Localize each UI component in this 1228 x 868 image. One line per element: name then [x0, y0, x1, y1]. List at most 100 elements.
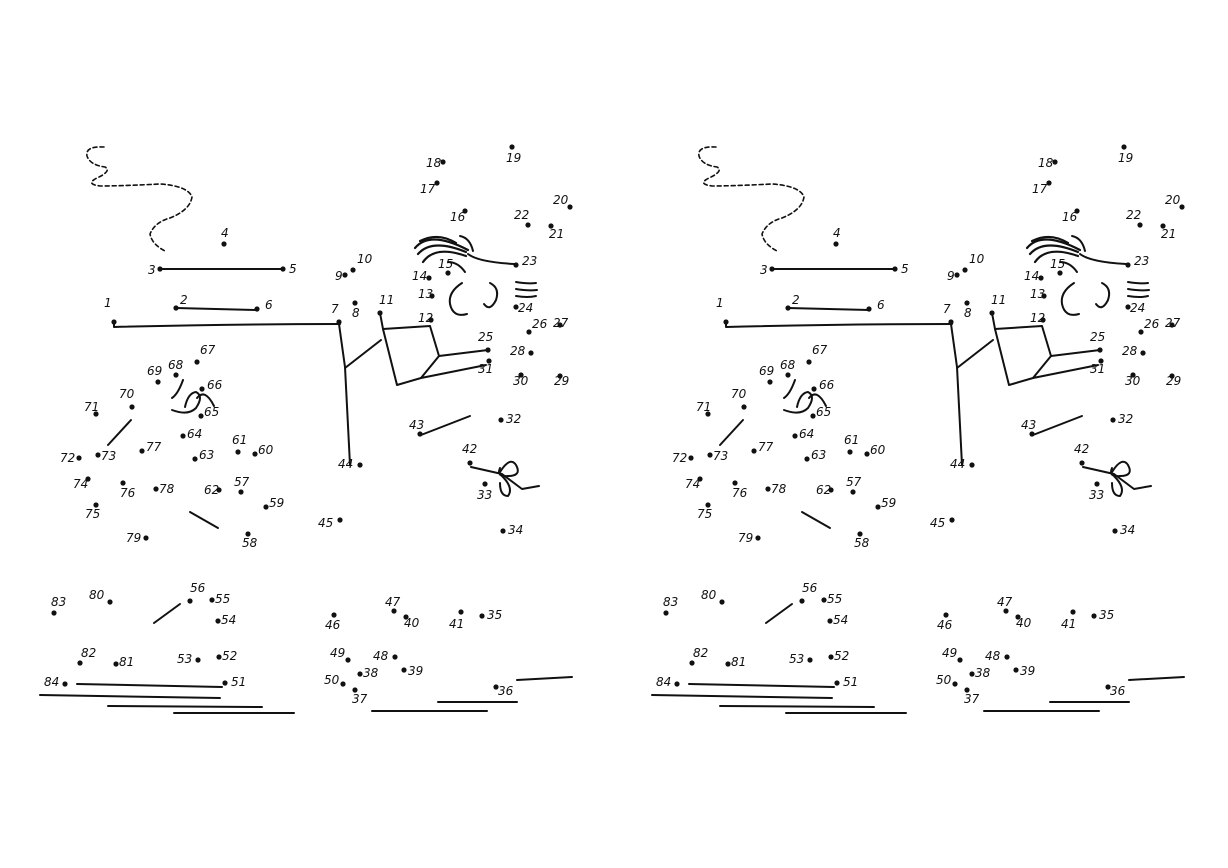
- dot-marker: [252, 451, 258, 457]
- dot-number-label: 20: [553, 193, 569, 207]
- drawing-line: [483, 282, 499, 309]
- dot-marker: [1138, 329, 1144, 335]
- dot-marker: [95, 452, 101, 458]
- dot-marker: [401, 667, 407, 673]
- dot-marker: [458, 609, 464, 615]
- numbered-dot: 61: [844, 433, 859, 455]
- dot-number-label: 59: [269, 496, 284, 510]
- dot-marker: [1070, 609, 1076, 615]
- numbered-dot: 65: [810, 405, 831, 419]
- dot-number-label: 71: [84, 400, 99, 414]
- numbered-dot: 72: [60, 451, 82, 465]
- dot-marker: [875, 504, 881, 510]
- numbered-dot: 44: [338, 457, 363, 471]
- numbered-dot: 16: [1062, 208, 1080, 224]
- dot-marker: [806, 359, 812, 365]
- dot-number-label: 29: [554, 374, 569, 388]
- numbered-dot: 71: [84, 400, 99, 417]
- numbered-dot: 25: [478, 330, 493, 353]
- hair-stroke: [1028, 244, 1080, 256]
- dot-marker: [245, 531, 251, 537]
- numbered-dot: 4: [221, 226, 229, 247]
- drawing-line: [153, 603, 181, 624]
- dot-marker: [429, 293, 435, 299]
- dot-marker: [51, 610, 57, 616]
- dot-marker: [864, 451, 870, 457]
- dot-marker: [254, 306, 260, 312]
- numbered-dot: 73: [95, 449, 116, 463]
- dot-marker: [139, 448, 145, 454]
- numbered-dot: 63: [804, 448, 826, 462]
- numbered-dot: 20: [553, 193, 573, 210]
- dot-marker: [403, 614, 409, 620]
- dot-number-label: 23: [1134, 254, 1149, 268]
- numbered-dot: 21: [548, 223, 564, 241]
- dot-marker: [1137, 222, 1143, 228]
- dot-number-label: 79: [738, 531, 753, 545]
- numbered-dot: 3: [148, 263, 163, 277]
- drawing-line: [470, 466, 540, 490]
- numbered-dot: 48: [985, 649, 1010, 663]
- dot-marker: [462, 208, 468, 214]
- numbered-dot: 68: [168, 358, 184, 378]
- dot-marker: [1130, 372, 1136, 378]
- drawing-line: [1111, 475, 1123, 497]
- dot-number-label: 30: [513, 374, 529, 388]
- dot-number-label: 62: [204, 483, 219, 497]
- dot-marker: [120, 480, 126, 486]
- dot-number-label: 68: [780, 358, 796, 372]
- numbered-dot: 51: [222, 675, 246, 689]
- dot-marker: [964, 300, 970, 306]
- dot-marker: [1004, 654, 1010, 660]
- dot-marker: [1169, 322, 1175, 328]
- dot-number-label: 4: [833, 226, 841, 240]
- dot-marker: [391, 608, 397, 614]
- dot-number-label: 26: [532, 317, 548, 331]
- dot-number-label: 35: [487, 608, 502, 622]
- hair-stroke: [421, 250, 468, 264]
- numbered-dot: 61: [232, 433, 247, 455]
- numbered-dot: 83: [51, 595, 66, 616]
- dot-marker: [1094, 481, 1100, 487]
- dot-number-label: 69: [147, 364, 162, 378]
- dot-number-label: 39: [1020, 664, 1035, 678]
- dot-marker: [1079, 460, 1085, 466]
- dot-number-label: 65: [204, 405, 219, 419]
- numbered-dot: 49: [330, 646, 351, 663]
- numbered-dot: 24: [513, 301, 533, 315]
- dot-marker: [962, 267, 968, 273]
- numbered-dot: 11: [989, 293, 1006, 316]
- dot-number-label: 70: [119, 387, 135, 401]
- dot-marker: [799, 598, 805, 604]
- numbered-dot: 11: [377, 293, 394, 316]
- numbered-dot: 59: [875, 496, 896, 510]
- dot-marker: [352, 300, 358, 306]
- dot-marker: [1110, 417, 1116, 423]
- numbered-dot: 14: [412, 269, 432, 283]
- numbered-dot: 34: [1112, 523, 1135, 537]
- dot-marker: [192, 456, 198, 462]
- dot-number-label: 8: [352, 306, 360, 320]
- numbered-dot: 46: [937, 612, 953, 632]
- dot-marker: [76, 455, 82, 461]
- dot-marker: [1052, 159, 1058, 165]
- dot-number-label: 76: [732, 486, 748, 500]
- dot-marker: [199, 386, 205, 392]
- numbered-dot: 17: [420, 180, 440, 196]
- dot-number-label: 15: [1050, 257, 1065, 271]
- numbered-dot: 27: [1165, 316, 1181, 330]
- numbered-dot: 57: [234, 475, 250, 495]
- numbered-dot: 60: [252, 443, 274, 457]
- dot-marker: [173, 305, 179, 311]
- dot-number-label: 71: [696, 400, 711, 414]
- dot-marker: [948, 319, 954, 325]
- numbered-dot: 76: [120, 480, 136, 500]
- numbered-dot: 69: [147, 364, 162, 385]
- numbered-dot: 70: [119, 387, 135, 410]
- numbered-dot: 5: [892, 262, 909, 276]
- dot-number-label: 6: [877, 298, 885, 312]
- dot-number-label: 45: [318, 516, 333, 530]
- dot-number-label: 28: [510, 344, 526, 358]
- numbered-dot: 8: [352, 300, 360, 320]
- numbered-dot: 31: [478, 358, 493, 376]
